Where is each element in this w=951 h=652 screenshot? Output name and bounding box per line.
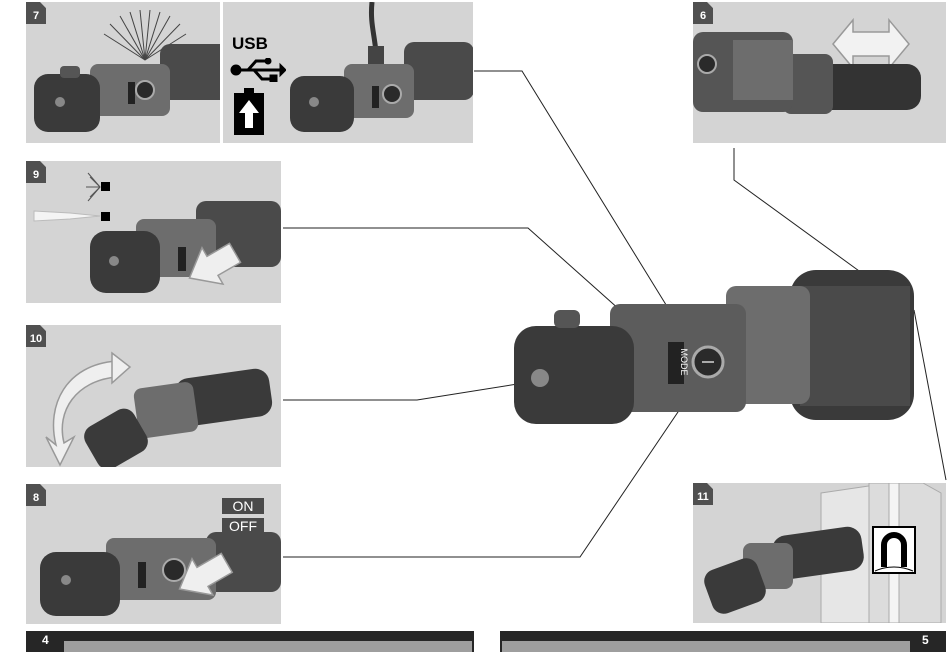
spot-beam-icon bbox=[33, 210, 101, 222]
tool-illustration-extend bbox=[693, 17, 921, 114]
panel-7-light-usb: 7 USB bbox=[26, 2, 473, 143]
magnet-icon bbox=[872, 526, 916, 574]
footer-bar-left: 4 bbox=[26, 631, 474, 652]
page-number-right: 5 bbox=[922, 633, 929, 647]
panel-number: 9 bbox=[26, 161, 46, 183]
double-arrow-icon bbox=[832, 17, 910, 71]
tool-illustration-magnet bbox=[704, 483, 942, 623]
push-arrow-icon bbox=[178, 552, 234, 597]
panel-number: 7 bbox=[26, 2, 46, 24]
usb-icon bbox=[230, 58, 286, 82]
off-label: OFF bbox=[222, 518, 264, 534]
tool-illustration-rotate bbox=[45, 351, 273, 467]
tool-illustration-usb-charging bbox=[290, 2, 473, 132]
panel-6-extend: 6 bbox=[693, 2, 946, 143]
mode-label: MODE bbox=[679, 349, 689, 376]
footer-band-right bbox=[502, 641, 910, 652]
push-arrow-icon bbox=[188, 242, 242, 286]
battery-charge-icon bbox=[234, 88, 264, 135]
footer-band-left bbox=[64, 641, 472, 652]
panel-number: 11 bbox=[693, 483, 713, 505]
panel-number: 10 bbox=[26, 325, 46, 347]
main-tool-illustration: MODE bbox=[514, 270, 914, 424]
panel-divider bbox=[220, 2, 223, 143]
footer-bar-right: 5 bbox=[500, 631, 946, 652]
tool-illustration-light-on bbox=[34, 9, 220, 132]
panel-8-on-off: 8 ON OFF bbox=[26, 484, 281, 624]
tool-illustration-mode-press bbox=[90, 201, 281, 293]
flood-beam-icon bbox=[86, 172, 101, 202]
usb-label: USB bbox=[232, 34, 268, 53]
panel-11-magnet: 11 bbox=[693, 483, 946, 623]
panel-10-rotate: 10 bbox=[26, 325, 281, 467]
page-number-left: 4 bbox=[42, 633, 49, 647]
panel-9-mode: 9 bbox=[26, 161, 281, 303]
panel-number: 8 bbox=[26, 484, 46, 506]
tool-illustration-power-press bbox=[40, 532, 281, 616]
on-label: ON bbox=[222, 498, 264, 514]
panel-number: 6 bbox=[693, 2, 713, 24]
beam-mode-icons bbox=[33, 172, 110, 222]
rotate-arrow-icon bbox=[45, 360, 117, 467]
